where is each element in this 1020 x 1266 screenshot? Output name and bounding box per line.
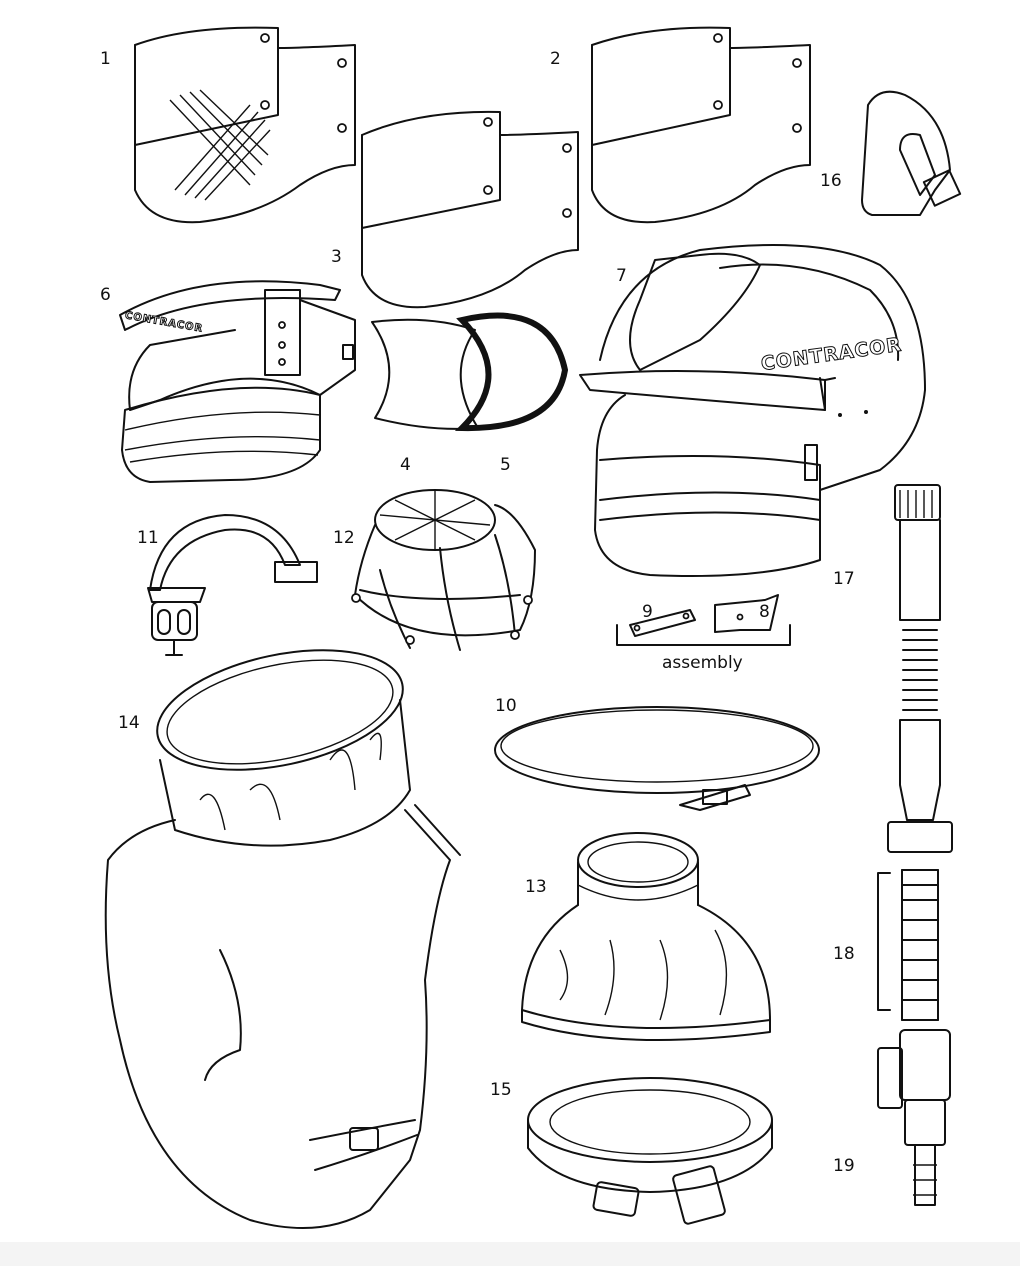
part-11-headband (147, 514, 318, 656)
assembly-bracket (616, 624, 791, 646)
label-19: 19 (833, 1156, 855, 1176)
label-4: 4 (400, 455, 411, 475)
part-13-hood-collar (521, 832, 771, 1041)
label-6: 6 (100, 285, 111, 305)
part-4-lens (371, 318, 479, 430)
bottom-strip (0, 1242, 1020, 1266)
part-2-visor (591, 26, 811, 224)
label-15: 15 (490, 1080, 512, 1100)
label-7: 7 (616, 266, 627, 286)
label-10: 10 (495, 696, 517, 716)
part-15-neck-ring (527, 1077, 773, 1225)
label-8: 8 (759, 602, 770, 622)
label-13: 13 (525, 877, 547, 897)
label-17: 17 (833, 569, 855, 589)
part-3-visor (361, 110, 579, 309)
label-11: 11 (137, 528, 159, 548)
part-16-air-outlet (861, 90, 962, 216)
part-12-head-cage (351, 489, 536, 651)
label-14: 14 (118, 713, 140, 733)
label-12: 12 (333, 528, 355, 548)
label-16: 16 (820, 171, 842, 191)
part-10-band (494, 706, 820, 811)
part-17-air-hose (887, 484, 953, 853)
helmet-brand-text: CONTRACOR (760, 334, 904, 376)
part-5-seal (454, 312, 569, 432)
label-1: 1 (100, 49, 111, 69)
part-7-helmet: CONTRACOR (579, 244, 926, 577)
part-6-frame: CONTRACOR (119, 280, 356, 483)
part-18-filter-stack (877, 869, 939, 1021)
part-1-visor-marked (134, 26, 356, 224)
label-2: 2 (550, 49, 561, 69)
label-18: 18 (833, 944, 855, 964)
part-9-clip (629, 609, 696, 637)
label-9: 9 (642, 602, 653, 622)
label-3: 3 (331, 247, 342, 267)
part-8-clip (714, 594, 779, 633)
part-19-belt-connector (877, 1029, 951, 1206)
label-5: 5 (500, 455, 511, 475)
part-14-hood (104, 649, 461, 1229)
assembly-label: assembly (662, 653, 743, 673)
